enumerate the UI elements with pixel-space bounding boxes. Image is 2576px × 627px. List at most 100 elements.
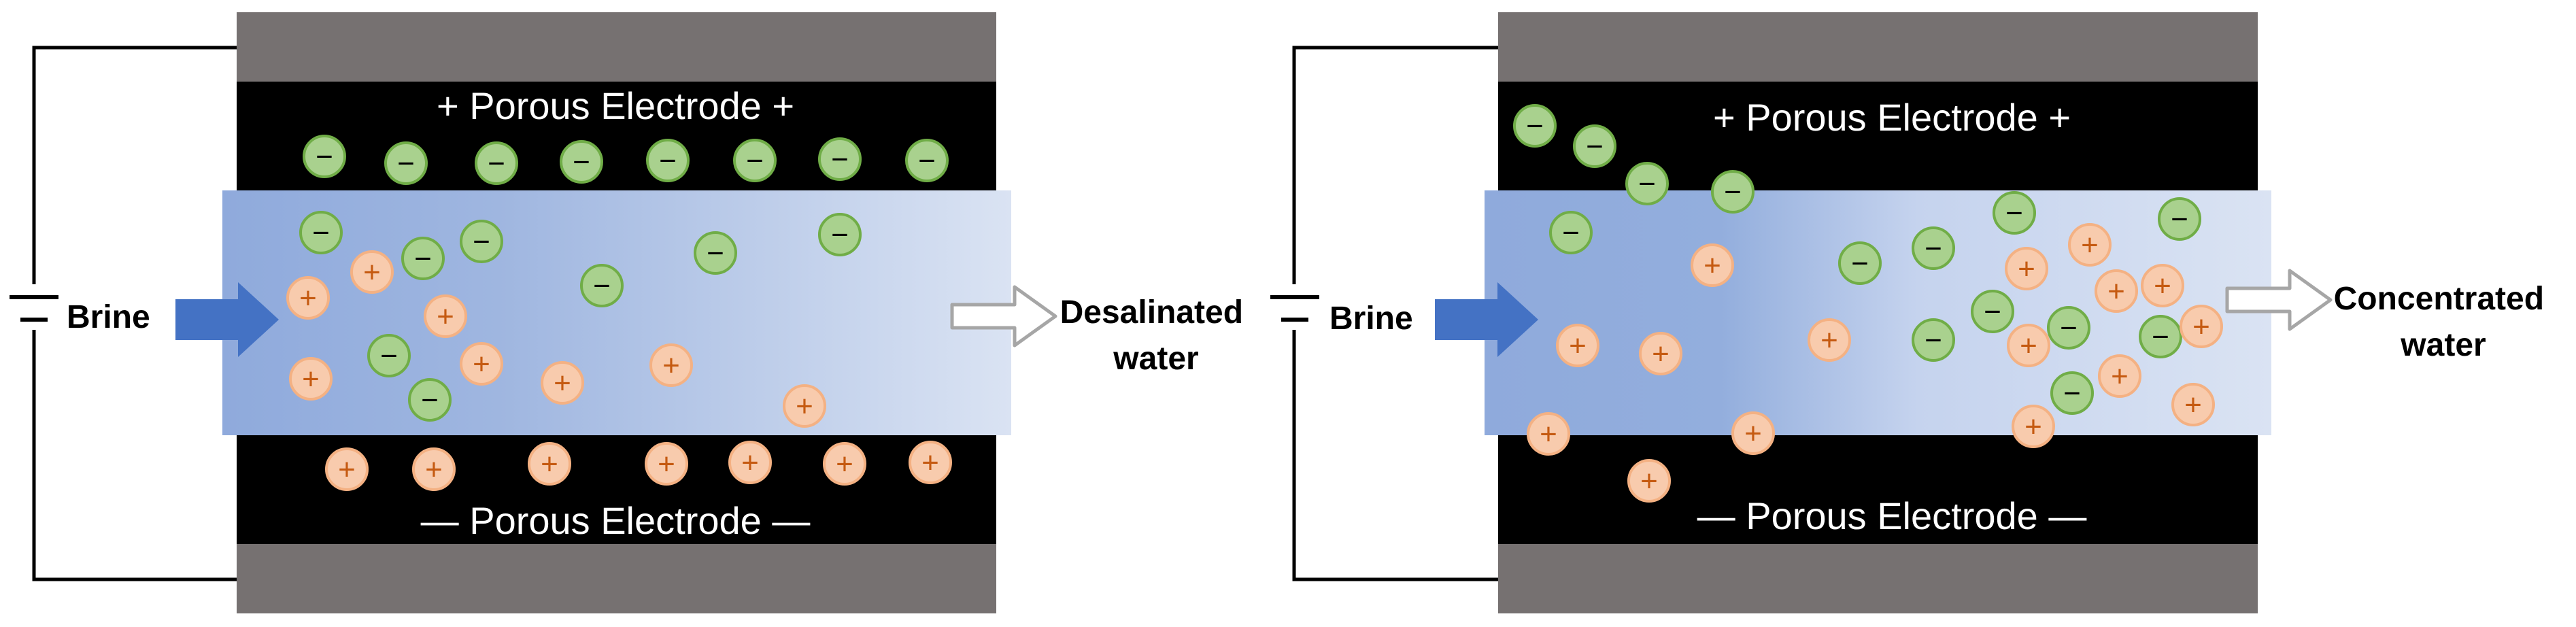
svg-text:+: + [2081,228,2099,262]
inlet-label: Brine [67,299,150,335]
cation-plus-icon: + [424,294,467,338]
anion-minus-icon: − [818,213,862,256]
svg-text:−: − [918,144,936,177]
svg-text:+: + [1640,464,1658,498]
cation-plus-icon: + [350,250,394,294]
svg-text:−: − [2005,197,2023,230]
cation-plus-icon: + [460,342,503,386]
cation-plus-icon: + [2012,405,2055,448]
svg-text:−: − [659,144,677,177]
water-channel [222,190,1011,435]
anion-minus-icon: − [1971,290,2014,333]
svg-text:+: + [2192,310,2210,343]
anion-minus-icon: − [646,139,690,182]
svg-text:−: − [1984,295,2001,328]
top-electrode-label: + Porous Electrode + [437,84,794,127]
svg-text:+: + [796,390,813,423]
svg-text:+: + [662,349,680,382]
anion-minus-icon: − [733,139,777,182]
hollow-right-arrow-icon [950,285,1057,348]
anion-minus-icon: − [460,220,503,263]
cation-plus-icon: + [783,384,826,428]
anion-minus-icon: − [2139,315,2182,358]
svg-text:−: − [831,143,849,176]
anion-group: − − − − − − − − − − − − − − − − [299,135,949,422]
svg-text:−: − [1562,216,1580,250]
svg-text:−: − [316,140,333,173]
outlet-label: Concentrated water [2334,281,2554,363]
cation-plus-icon: + [541,361,584,405]
cation-plus-icon: + [909,441,952,484]
anion-minus-icon: − [303,135,346,178]
cation-plus-icon: + [823,442,866,486]
filled-right-arrow-icon [175,282,279,357]
svg-text:−: − [414,242,432,275]
cation-plus-icon: + [1527,412,1570,456]
anion-minus-icon: − [905,139,949,182]
svg-text:+: + [363,256,381,289]
anion-minus-icon: − [694,231,737,275]
cation-plus-icon: + [1731,411,1775,455]
battery-symbol-icon [10,295,58,322]
anion-minus-icon: − [560,140,603,184]
cation-group: + + + + + + + + + + + + + + + + [1527,223,2223,503]
svg-text:+: + [338,453,356,486]
svg-text:−: − [2171,203,2188,236]
svg-text:−: − [573,146,590,179]
svg-text:+: + [541,447,558,481]
outlet-label: Desalinated water [1060,294,1253,377]
cation-plus-icon: + [649,343,693,387]
anion-minus-icon: − [367,334,411,377]
svg-text:+: + [1704,249,1721,282]
cation-plus-icon: + [728,441,772,484]
panel-regeneration: + Porous Electrode + — Porous Electrode … [1270,12,2554,613]
cation-plus-icon: + [412,447,456,491]
panel-desalination: + Porous Electrode + — Porous Electrode … [10,12,1253,613]
anion-minus-icon: − [2050,371,2094,415]
svg-text:−: − [2152,320,2169,354]
cation-plus-icon: + [325,447,369,491]
svg-text:−: − [746,144,764,177]
svg-text:+: + [2154,269,2171,303]
cation-plus-icon: + [1808,318,1851,362]
anion-minus-icon: − [1912,318,1955,362]
svg-text:+: + [1744,417,1762,450]
svg-text:+: + [1820,324,1838,357]
top-current-collector [237,12,996,82]
svg-text:−: − [593,269,611,303]
anion-minus-icon: − [299,211,343,254]
svg-text:−: − [1724,175,1742,209]
svg-text:−: − [1925,324,1942,357]
cation-plus-icon: + [645,442,688,486]
top-electrode-label: + Porous Electrode + [1713,96,2071,139]
svg-text:+: + [658,447,675,481]
svg-text:+: + [2184,388,2202,422]
battery-symbol-icon [1270,295,1319,322]
anion-minus-icon: − [1912,226,1955,270]
anion-minus-icon: − [401,237,445,280]
anion-minus-icon: − [384,141,428,185]
svg-text:+: + [425,453,443,486]
svg-text:+: + [836,447,853,481]
anion-minus-icon: − [1711,170,1755,214]
top-porous-electrode [237,82,996,190]
svg-text:−: − [831,218,849,252]
anion-minus-icon: − [475,141,518,185]
anion-minus-icon: − [1573,124,1616,168]
cation-plus-icon: + [286,276,330,320]
cation-plus-icon: + [2141,264,2184,307]
svg-text:+: + [1569,329,1587,362]
svg-text:+: + [1540,418,1557,451]
cation-plus-icon: + [2180,305,2223,348]
svg-text:−: − [380,339,398,373]
svg-text:+: + [1652,337,1670,371]
cation-plus-icon: + [1639,332,1682,375]
svg-text:−: − [1851,247,1869,280]
top-current-collector [1498,12,2258,82]
svg-text:+: + [2024,410,2042,443]
cation-plus-icon: + [2007,324,2050,367]
inlet-label: Brine [1329,301,1413,337]
svg-text:+: + [437,300,454,333]
svg-text:−: − [1638,167,1656,201]
